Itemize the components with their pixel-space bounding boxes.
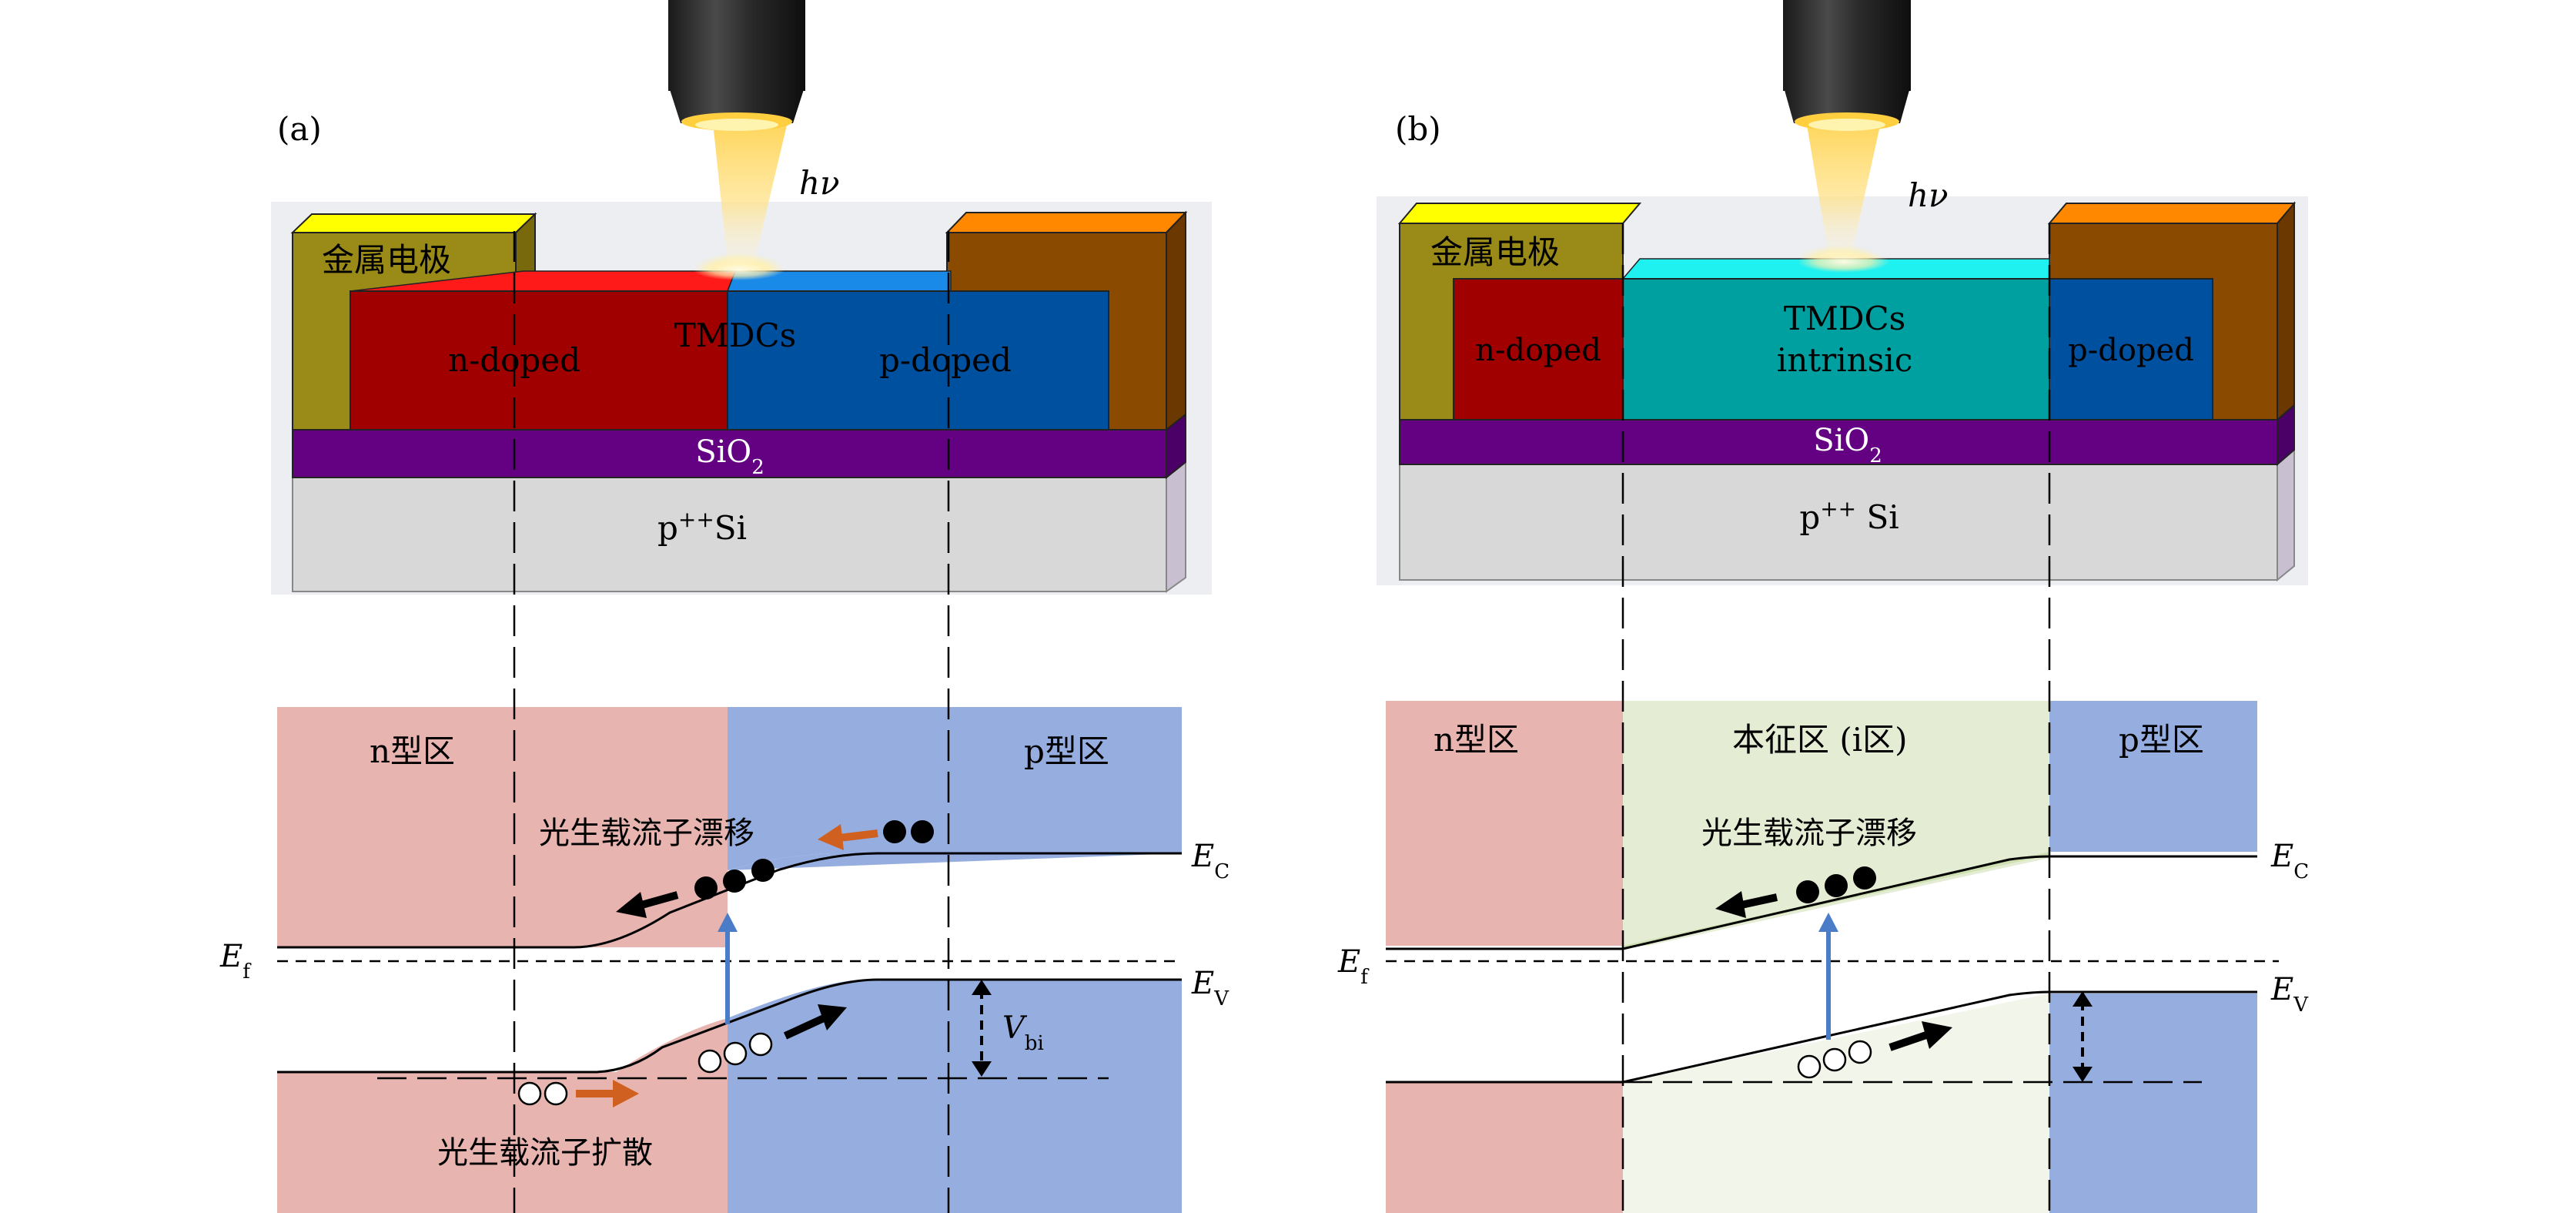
p-band-top (2049, 701, 2257, 852)
oxide-label: SiO2 (695, 434, 764, 479)
p-doped-label: p-doped (2068, 333, 2194, 368)
n-doped-region (350, 290, 728, 431)
n-doped-region (1453, 278, 1624, 421)
electrode-label: 金属电极 (1430, 233, 1560, 271)
ev-label: EV (2270, 972, 2309, 1017)
photon-label: hν (799, 164, 840, 202)
electrons-slope (694, 859, 774, 900)
tmdcs-label: TMDCs (674, 317, 796, 354)
diffusion-arrow-orange (576, 1080, 639, 1107)
oxide-label: SiO2 (1813, 423, 1882, 467)
diffusion-label: 光生载流子扩散 (437, 1135, 653, 1171)
intrinsic-region (1622, 278, 2050, 421)
conduction-band-line (277, 852, 1182, 949)
p-band-bottom (728, 980, 1182, 1213)
ef-label: Ef (1337, 944, 1370, 989)
n-region-label: n型区 (1434, 721, 1519, 759)
n-band-top (277, 707, 728, 947)
excitation-arrow (718, 913, 738, 1024)
photon-label: hν (1908, 176, 1949, 214)
n-band-bottom (277, 1072, 728, 1213)
p-region-label: p型区 (1024, 732, 1109, 770)
p-doped-label: p-doped (879, 341, 1012, 379)
holes-bottom (517, 1081, 568, 1106)
ec-label: EC (1191, 839, 1229, 883)
substrate-layer (1399, 464, 2278, 581)
ec-label: EC (2270, 839, 2309, 883)
substrate-label: p++Si (657, 507, 747, 548)
oxide-layer (292, 429, 1167, 478)
electron-arrow (1715, 891, 1778, 918)
panel-a-label: (a) (277, 110, 322, 148)
n-band-top (1386, 701, 1623, 946)
electrons-top (883, 820, 934, 843)
oxide-layer (1399, 419, 2278, 465)
hole-arrow (1889, 1021, 1952, 1051)
p-band-top (728, 707, 1182, 853)
valence-band-line (277, 978, 1182, 1074)
i-band-bottom (1623, 994, 2049, 1213)
light-source-icon (1783, 0, 1911, 273)
p-band-bottom (2049, 994, 2257, 1213)
electrode-label: 金属电极 (322, 241, 451, 279)
tmdcs-label: TMDCs (1784, 300, 1905, 337)
p-doped-region (727, 290, 1109, 431)
vbi-label: Vbi (1002, 1010, 1044, 1055)
drift-label: 光生载流子漂移 (1701, 816, 1917, 851)
excitation-arrow (1818, 913, 1838, 1040)
holes-slope (698, 1032, 773, 1074)
light-source-icon (668, 0, 805, 280)
panel-b: (b) hν p++ Si SiO2 金属电极 (1337, 0, 2309, 1213)
n-doped-label: n-doped (1475, 333, 1601, 368)
p-region-label: p型区 (2119, 721, 2204, 759)
holes-slope (1797, 1040, 1872, 1079)
n-band-bottom (1386, 1082, 1623, 1213)
intrinsic-label: intrinsic (1777, 341, 1912, 379)
p-doped-region (2049, 278, 2213, 421)
electrons-slope (1796, 866, 1876, 903)
n-region-label: n型区 (370, 732, 455, 770)
drift-label: 光生载流子漂移 (539, 816, 754, 851)
electron-arrow (616, 891, 679, 918)
drift-arrow-orange (818, 824, 878, 850)
vbi-arrow (2073, 991, 2093, 1082)
vbi-arrow (972, 980, 992, 1077)
substrate-label: p++ Si (1799, 496, 1899, 537)
panel-a: (a) hν p++Si SiO2 金属电极 (219, 0, 1229, 1213)
ev-label: EV (1191, 966, 1229, 1010)
hole-arrow (783, 1004, 847, 1040)
i-region-label: 本征区 (i区) (1732, 721, 1908, 759)
panel-b-label: (b) (1395, 110, 1441, 148)
ef-label: Ef (219, 939, 252, 983)
